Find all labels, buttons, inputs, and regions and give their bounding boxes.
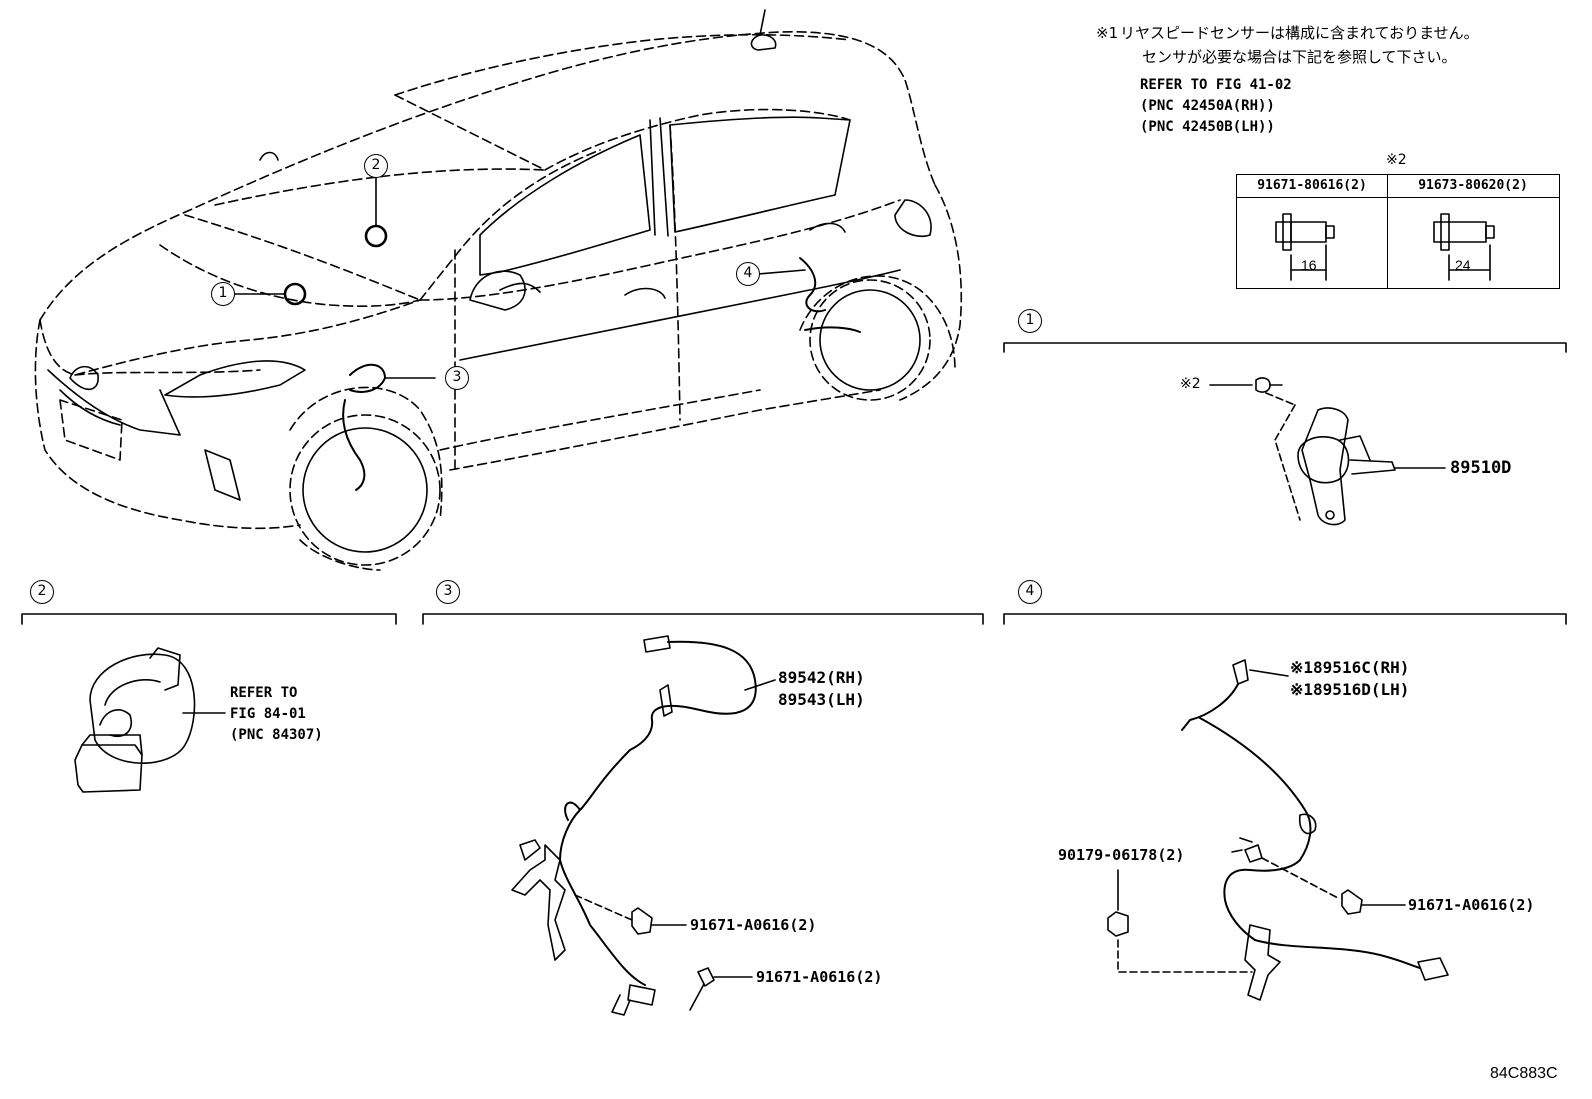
table-bolt-drawings	[1275, 213, 1495, 281]
section-callout-2: 2	[30, 580, 54, 604]
note-line-4: (PNC 42450A(RH))	[1140, 98, 1275, 114]
section1-part-number: 89510D	[1450, 458, 1512, 478]
section2-ref-2: FIG 84-01	[230, 706, 306, 722]
section4-rear-sensor	[1107, 659, 1449, 1001]
table-dim-2: 24	[1455, 257, 1471, 273]
section3-part-rh: 89542(RH)	[778, 668, 865, 687]
note-line-3: REFER TO FIG 41-02	[1140, 77, 1292, 93]
table-divider	[1387, 175, 1388, 288]
section2-ref-1: REFER TO	[230, 685, 298, 701]
section4-part-lh: ※189516D(LH)	[1290, 680, 1410, 699]
note-mark-1: ※1	[1096, 24, 1119, 42]
section2-clockspring	[74, 647, 226, 793]
section-callout-4: 4	[1018, 580, 1042, 604]
section4-part-rh: ※189516C(RH)	[1290, 658, 1410, 677]
table-col2-header: 91673-80620(2)	[1387, 175, 1559, 198]
section-callout-3: 3	[436, 580, 460, 604]
section-brackets	[21, 342, 1567, 625]
section3-bolt-2: 91671-A0616(2)	[756, 968, 883, 986]
callout-1: 1	[211, 282, 235, 306]
callout-2: 2	[364, 154, 388, 178]
note-line-5: (PNC 42450B(LH))	[1140, 119, 1275, 135]
table-dim-1: 16	[1301, 257, 1317, 273]
section4-bolt: 91671-A0616(2)	[1408, 896, 1535, 914]
car-illustration	[34, 9, 963, 571]
section1-sensor	[1209, 377, 1446, 526]
section4-nut: 90179-06178(2)	[1058, 846, 1185, 864]
callout-3: 3	[445, 366, 469, 390]
section-callout-1: 1	[1018, 309, 1042, 333]
section3-front-sensor	[511, 635, 776, 1016]
table-mark-2: ※2	[1386, 152, 1407, 168]
note-line-1: リヤスピードセンサーは構成に含まれておりません。	[1120, 24, 1479, 42]
diagram-code: 84C883C	[1490, 1065, 1558, 1082]
section2-ref-3: (PNC 84307)	[230, 727, 323, 743]
callout-4: 4	[736, 262, 760, 286]
table-col1-header: 91671-80616(2)	[1237, 175, 1387, 198]
section1-mark-2: ※2	[1180, 376, 1201, 392]
bolt-table: 91671-80616(2) 91673-80620(2) 16 24	[1236, 174, 1560, 289]
section3-part-lh: 89543(LH)	[778, 690, 865, 709]
section3-bolt-1: 91671-A0616(2)	[690, 916, 817, 934]
note-line-2: センサが必要な場合は下記を参照して下さい。	[1142, 48, 1457, 66]
